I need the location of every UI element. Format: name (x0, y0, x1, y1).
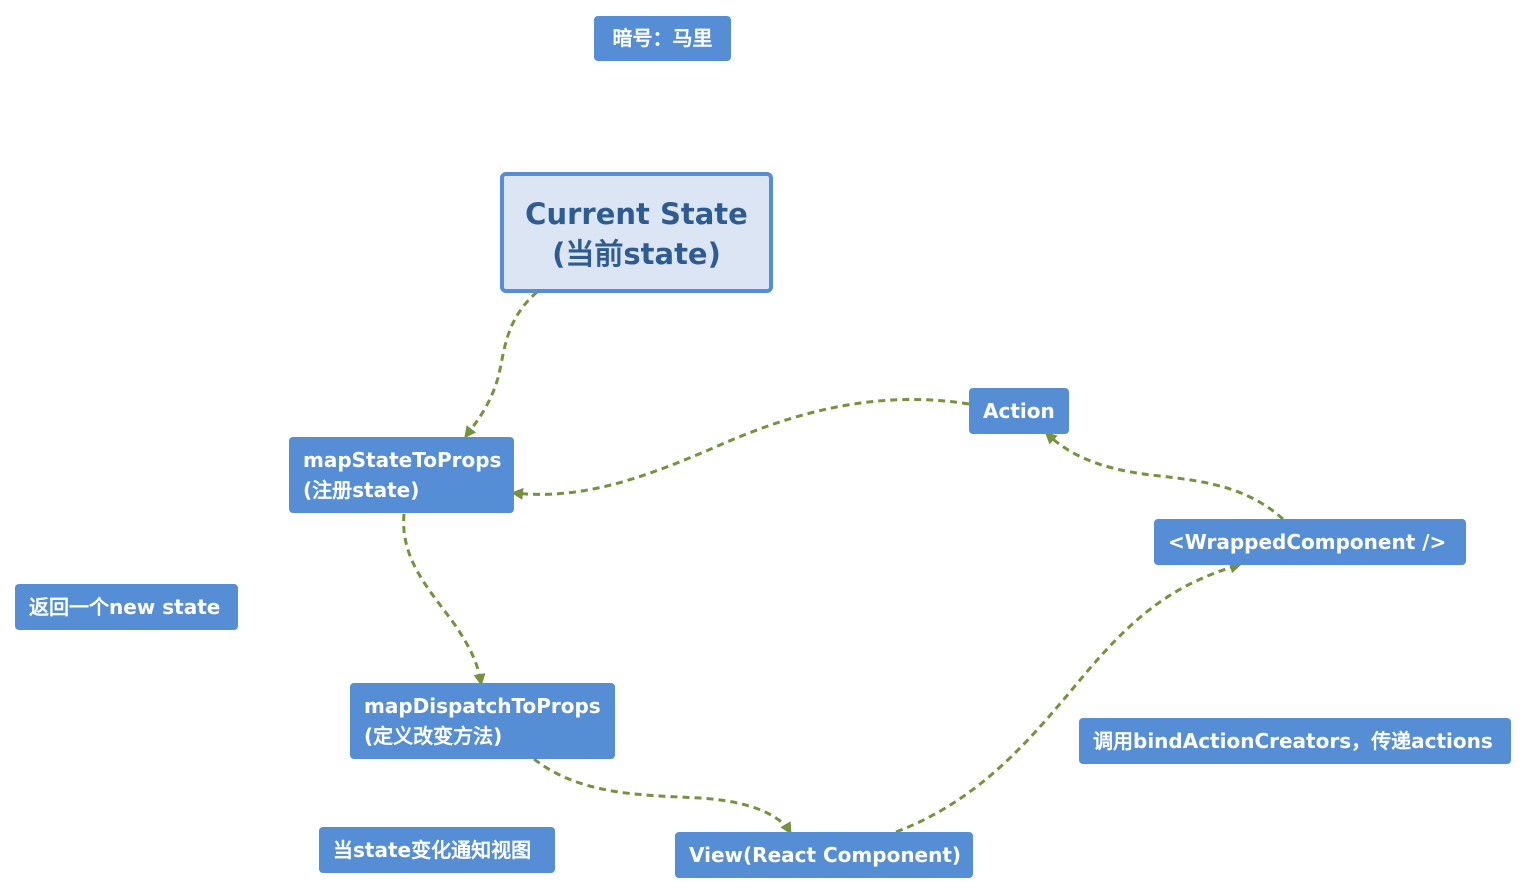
edge-wrappedcomponent-to-action (1044, 431, 1284, 521)
view-label: View(React Component) (689, 843, 962, 867)
current-state-node: Current State (当前state) (500, 172, 773, 293)
edge-action-to-mapstatetoprops (511, 398, 970, 500)
edge-mapdispatchtoprops-to-view (533, 757, 792, 835)
current-state-subtitle: (当前state) (552, 237, 721, 271)
new-state-note: 返回一个new state (15, 584, 238, 630)
bind-action-creators-note: 调用bindActionCreators，传递actions (1079, 718, 1511, 764)
map-dispatch-to-props-node: mapDispatchToProps (定义改变方法) (350, 683, 615, 759)
edge-mapstatetoprops-to-mapdispatchtoprops (402, 513, 486, 686)
wrapped-component-label: <WrappedComponent /> (1168, 530, 1447, 554)
map-state-to-props-node: mapStateToProps (注册state) (289, 437, 514, 513)
action-node: Action (969, 388, 1069, 434)
notify-view-note: 当state变化通知视图 (319, 827, 555, 873)
new-state-note-text: 返回一个new state (29, 595, 221, 619)
title-text: 暗号：马里 (612, 26, 713, 50)
wrapped-component-node: <WrappedComponent /> (1154, 519, 1466, 565)
view-node: View(React Component) (675, 832, 973, 878)
map-state-to-props-title: mapStateToProps (303, 448, 502, 472)
notify-view-note-text: 当state变化通知视图 (333, 838, 532, 862)
current-state-title: Current State (525, 197, 748, 231)
title-node: 暗号：马里 (594, 16, 731, 61)
map-state-to-props-subtitle: (注册state) (303, 478, 420, 502)
map-dispatch-to-props-subtitle: (定义改变方法) (364, 724, 503, 748)
edge-view-to-wrappedcomponent (895, 561, 1242, 834)
map-dispatch-to-props-title: mapDispatchToProps (364, 694, 601, 718)
action-label: Action (983, 399, 1055, 423)
edge-current-state-to-mapstatetoprops (464, 290, 538, 439)
bind-action-creators-note-text: 调用bindActionCreators，传递actions (1093, 729, 1493, 753)
